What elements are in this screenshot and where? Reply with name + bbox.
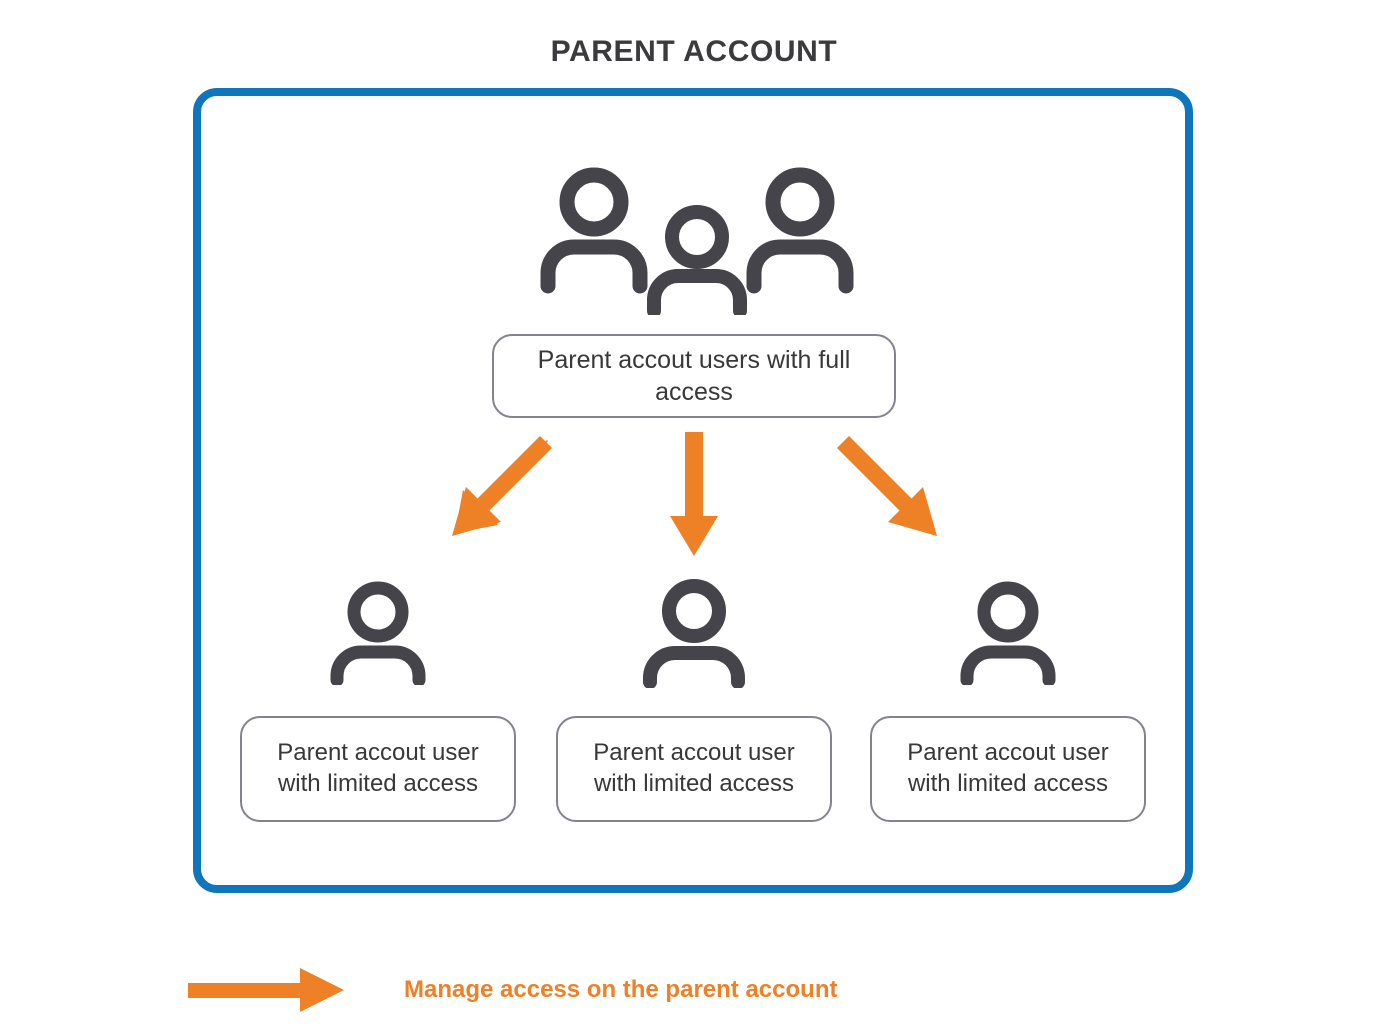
people-group-icon: [536, 160, 858, 315]
page-title: PARENT ACCOUNT: [550, 35, 838, 68]
label-line-1: Parent accout user: [593, 739, 795, 767]
label-line-1: Parent accout user: [277, 739, 479, 767]
limited-access-label-text: Parent accout user with limited access: [581, 738, 806, 799]
person-icon: [641, 578, 747, 688]
limited-access-label-box: Parent accout user with limited access: [870, 716, 1146, 822]
arrow-right-icon: [188, 968, 344, 1012]
full-access-label-box: Parent accout users with full access: [492, 334, 896, 418]
label-line-2: with limited access: [593, 770, 795, 797]
person-icon: [328, 580, 428, 685]
limited-access-label-box: Parent accout user with limited access: [556, 716, 832, 822]
legend: Manage access on the parent account: [188, 962, 1088, 1018]
limited-access-label-text: Parent accout user with limited access: [265, 738, 490, 799]
label-line-1: Parent accout user: [907, 739, 1109, 767]
full-access-label-text: Parent accout users with full access: [537, 346, 851, 406]
legend-label: Manage access on the parent account: [404, 976, 838, 1003]
limited-access-label-box: Parent accout user with limited access: [240, 716, 516, 822]
limited-access-label-text: Parent accout user with limited access: [895, 738, 1120, 799]
person-icon: [958, 580, 1058, 685]
label-line-2: with limited access: [277, 770, 479, 797]
label-line-2: with limited access: [907, 770, 1109, 797]
